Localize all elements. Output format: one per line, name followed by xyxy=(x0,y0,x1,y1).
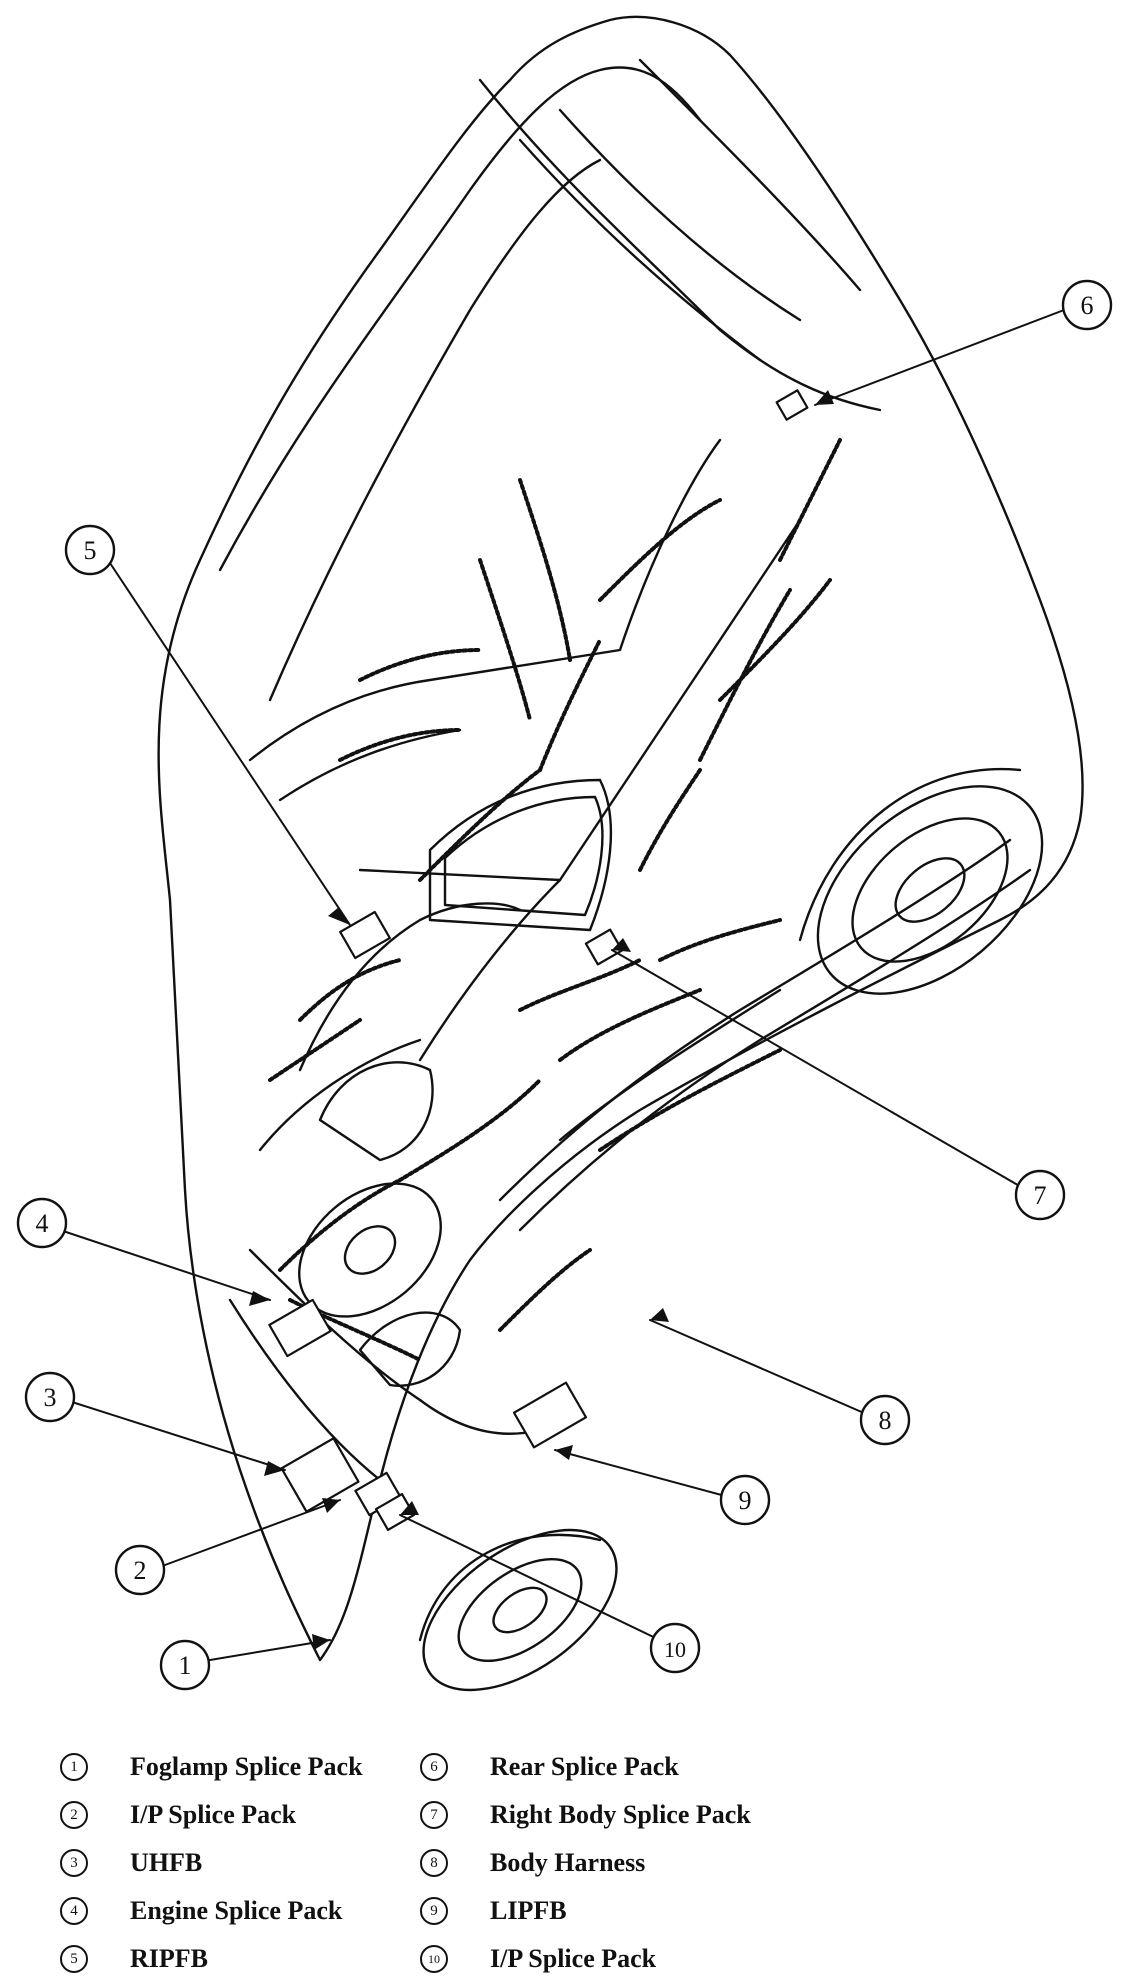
legend-label-1: Foglamp Splice Pack xyxy=(130,1752,363,1781)
callout-marker-9: 9 xyxy=(719,1474,771,1526)
legend-label-7: Right Body Splice Pack xyxy=(490,1800,751,1829)
legend-item-3: 3 UHFB xyxy=(60,1848,202,1878)
legend-label-3: UHFB xyxy=(130,1848,203,1877)
legend-number-6: 6 xyxy=(420,1753,448,1781)
leader-4 xyxy=(59,1229,271,1301)
legend-number-2: 2 xyxy=(60,1801,88,1829)
callout-number-4: 4 xyxy=(36,1209,49,1238)
components xyxy=(268,389,809,1531)
legend-number-9: 9 xyxy=(420,1897,448,1925)
callout-number-7: 7 xyxy=(1034,1181,1047,1210)
legend: 1 Foglamp Splice Pack 2 I/P Splice Pack … xyxy=(60,1752,1080,1974)
legend-item-5: 5 RIPFB xyxy=(60,1944,208,1974)
legend-item-9: 9 LIPFB xyxy=(420,1896,567,1926)
callout-marker-6: 6 xyxy=(1061,279,1113,331)
legend-item-8: 8 Body Harness xyxy=(420,1848,645,1878)
door-window-frame xyxy=(428,778,613,932)
legend-label-9: LIPFB xyxy=(490,1896,567,1925)
callout-marker-2: 2 xyxy=(114,1544,166,1596)
leader-5 xyxy=(99,547,351,926)
seats xyxy=(318,1061,462,1387)
leader-10 xyxy=(399,1514,671,1646)
leader-9 xyxy=(554,1449,741,1501)
callout-number-6: 6 xyxy=(1081,291,1094,320)
car-body xyxy=(157,15,1084,1662)
leader-1 xyxy=(209,1639,331,1661)
legend-label-2: I/P Splice Pack xyxy=(130,1800,297,1829)
callout-number-8: 8 xyxy=(879,1406,892,1435)
legend-number-7: 7 xyxy=(420,1801,448,1829)
legend-label-10: I/P Splice Pack xyxy=(490,1944,657,1973)
callout-marker-8: 8 xyxy=(859,1394,911,1446)
callout-marker-1: 1 xyxy=(159,1639,211,1691)
leader-7 xyxy=(611,949,1036,1196)
rear-wheel xyxy=(798,767,1044,995)
legend-number-1: 1 xyxy=(60,1753,88,1781)
legend-item-6: 6 Rear Splice Pack xyxy=(420,1752,679,1782)
callout-number-9: 9 xyxy=(739,1486,752,1515)
callout-number-1: 1 xyxy=(179,1651,192,1680)
legend-number-8: 8 xyxy=(420,1849,448,1877)
legend-number-10: 10 xyxy=(420,1945,448,1973)
vehicle-wiring-diagram: 1 2 3 4 5 6 7 8 xyxy=(16,15,1113,1692)
callout-number-10: 10 xyxy=(664,1637,686,1662)
legend-label-8: Body Harness xyxy=(490,1848,646,1877)
legend-item-1: 1 Foglamp Splice Pack xyxy=(60,1752,363,1782)
legend-number-4: 4 xyxy=(60,1897,88,1925)
callout-arrowheads xyxy=(249,390,834,1650)
callout-leaders xyxy=(59,301,1086,1661)
legend-item-7: 7 Right Body Splice Pack xyxy=(420,1800,751,1830)
callout-number-3: 3 xyxy=(44,1383,57,1412)
callout-number-5: 5 xyxy=(84,536,97,565)
front-wheel xyxy=(418,1528,618,1692)
leader-2 xyxy=(164,1499,341,1566)
wiring-harness xyxy=(268,438,842,1362)
callout-marker-4: 4 xyxy=(16,1197,68,1249)
legend-label-6: Rear Splice Pack xyxy=(490,1752,679,1781)
legend-label-5: RIPFB xyxy=(130,1944,208,1973)
legend-item-4: 4 Engine Splice Pack xyxy=(60,1896,342,1926)
callout-number-2: 2 xyxy=(134,1556,147,1585)
callout-marker-3: 3 xyxy=(24,1371,76,1423)
callout-marker-10: 10 xyxy=(649,1622,701,1674)
legend-number-3: 3 xyxy=(60,1849,88,1877)
legend-item-10: 10 I/P Splice Pack xyxy=(420,1944,656,1974)
callout-marker-7: 7 xyxy=(1014,1169,1066,1221)
legend-number-5: 5 xyxy=(60,1945,88,1973)
leader-6 xyxy=(814,301,1086,406)
callout-marker-5: 5 xyxy=(64,524,116,576)
legend-item-2: 2 I/P Splice Pack xyxy=(60,1800,296,1830)
legend-label-4: Engine Splice Pack xyxy=(130,1896,343,1925)
leader-3 xyxy=(71,1401,286,1471)
leader-8 xyxy=(649,1319,881,1421)
callout-markers: 1 2 3 4 5 6 7 8 xyxy=(16,279,1113,1691)
